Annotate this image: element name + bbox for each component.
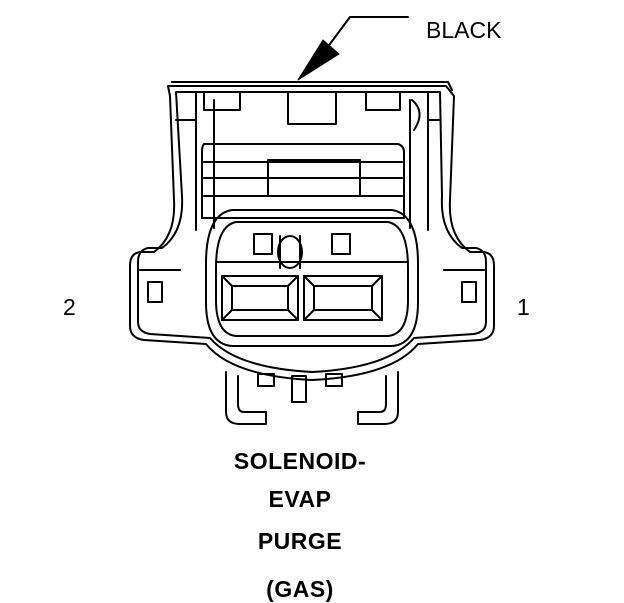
center-key: [277, 235, 303, 269]
top-tab-right: [365, 91, 401, 111]
terminal-cavity: [205, 209, 419, 347]
side-tab-left: [147, 281, 163, 303]
housing-top-lip: [171, 81, 453, 91]
callout-leader: [297, 16, 409, 81]
pin-number-2: 2: [63, 294, 76, 320]
wire-exits: [225, 371, 399, 425]
wire-color-callout: BLACK: [426, 17, 502, 43]
component-name-line-1: SOLENOID-: [233, 448, 367, 474]
terminal-pin-1: [303, 275, 383, 321]
component-name-line-4: (GAS): [266, 576, 334, 602]
top-tab-center: [287, 91, 337, 125]
component-name-line-3: PURGE: [257, 528, 343, 554]
callout-arrowhead: [297, 39, 340, 81]
housing-inner-outline: [137, 91, 487, 373]
connector-housing: [129, 81, 495, 381]
cavity-inner: [215, 221, 409, 337]
side-tab-right: [461, 281, 477, 303]
pin-number-1: 1: [517, 294, 530, 320]
latch-block: [201, 143, 405, 219]
latch-inner-bar: [267, 159, 361, 197]
terminal-pin-2: [221, 275, 299, 321]
top-tab-left: [203, 91, 241, 111]
housing-outer-outline: [129, 85, 495, 381]
cavity-outer: [205, 209, 419, 347]
component-name-line-2: EVAP: [268, 486, 332, 512]
